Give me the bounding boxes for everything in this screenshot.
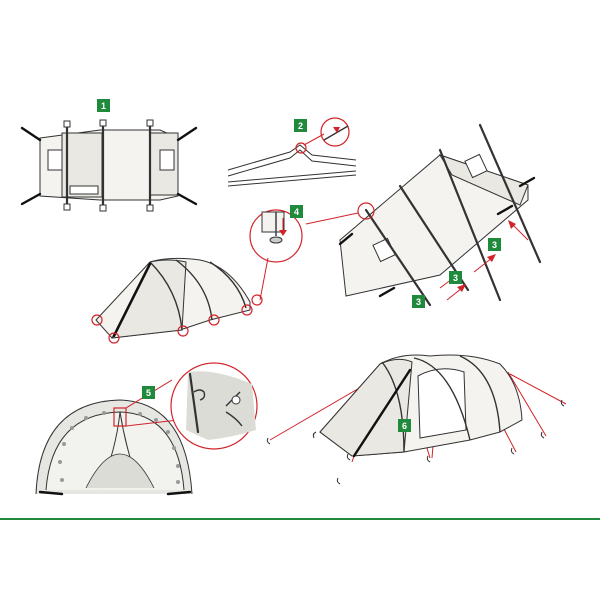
- footer-divider: [0, 518, 600, 520]
- step-5-inner-tent-hanging: 5: [35, 362, 258, 496]
- step-4-badge: 4: [290, 205, 303, 218]
- step-6-pitched-tent: 6: [266, 354, 567, 485]
- svg-text:2: 2: [298, 121, 303, 131]
- step-2-badge: 2: [294, 119, 307, 132]
- svg-text:3: 3: [416, 297, 421, 307]
- step-1-badge: 1: [97, 99, 110, 112]
- step-5-badge: 5: [142, 386, 155, 399]
- step-3-badge-b: 3: [449, 271, 462, 284]
- step-4-raised-tent: [91, 257, 263, 344]
- step-1-tent-laid-flat: 1: [20, 99, 198, 212]
- svg-text:3: 3: [492, 240, 497, 250]
- step-4-pole-pegging: 4: [91, 205, 303, 344]
- step-3-inserting-poles: 3 3 3: [305, 123, 542, 308]
- step-3-badge-a: 3: [412, 295, 425, 308]
- svg-text:4: 4: [294, 207, 299, 217]
- step-2-pole-assembly: 2: [227, 117, 357, 187]
- step-3-badge-c: 3: [488, 238, 501, 251]
- clip-dots: [58, 411, 180, 484]
- svg-text:3: 3: [453, 273, 458, 283]
- svg-text:5: 5: [146, 388, 151, 398]
- step-6-badge: 6: [398, 419, 411, 432]
- svg-text:1: 1: [101, 101, 106, 111]
- svg-text:6: 6: [402, 421, 407, 431]
